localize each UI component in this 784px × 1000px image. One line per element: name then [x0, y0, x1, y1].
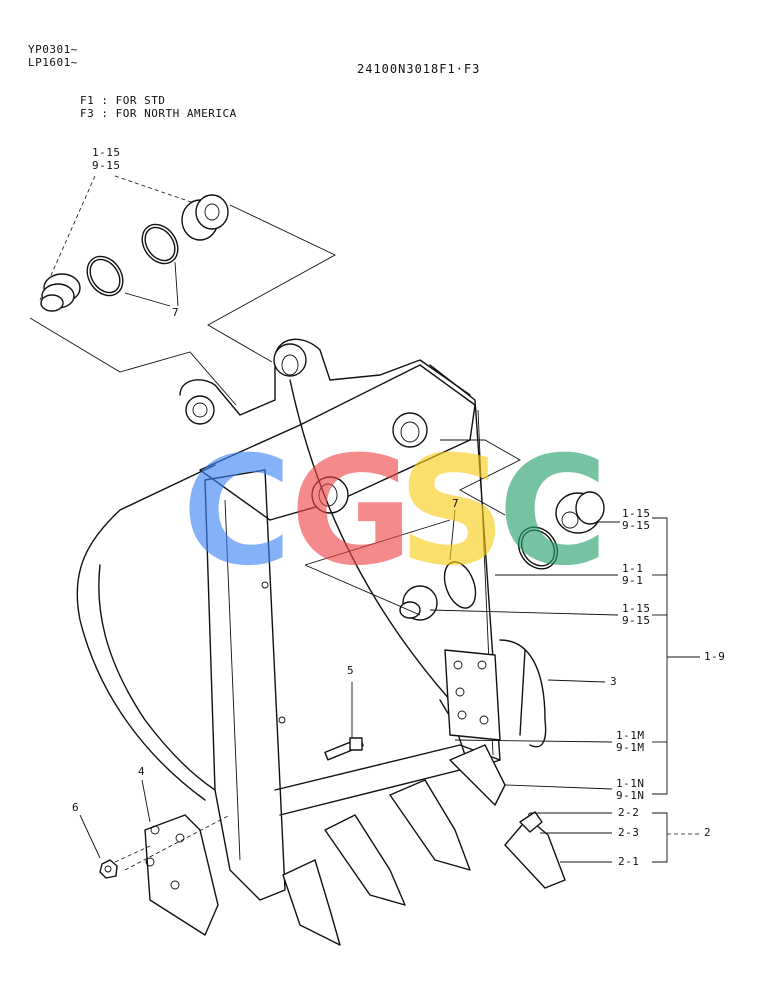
watermark-letter-s: S [398, 425, 507, 599]
callout-7-top: 7 [172, 306, 180, 319]
callout-6: 6 [72, 801, 80, 814]
model-code-2: LP1601~ [28, 56, 78, 69]
note-f3: F3 : FOR NORTH AMERICA [80, 107, 237, 120]
callout-9-15-r1: 9-15 [622, 519, 651, 532]
callout-1-1n: 1-1N [616, 777, 645, 790]
callout-1-15-r1: 1-15 [622, 507, 651, 520]
callout-1-15-r2: 1-15 [622, 602, 651, 615]
callout-1-15-top: 1-15 [92, 146, 121, 159]
callout-9-15-top: 9-15 [92, 159, 121, 172]
watermark-letter-g: G [290, 425, 414, 599]
note-f1: F1 : FOR STD [80, 94, 166, 107]
part-number: 24100N3018F1·F3 [357, 62, 481, 76]
callout-7-mid: 7 [452, 497, 460, 510]
callout-leaders [79, 509, 700, 863]
model-code-1: YP0301~ [28, 43, 78, 56]
callout-2-2: 2-2 [618, 806, 640, 819]
callout-5: 5 [347, 664, 355, 677]
callout-9-1: 9-1 [622, 574, 644, 587]
callout-4: 4 [138, 765, 146, 778]
callout-9-1n: 9-1N [616, 789, 645, 802]
callout-1-9: 1-9 [704, 650, 726, 663]
right-pin-group [304, 439, 605, 616]
callout-2-3: 2-3 [618, 826, 640, 839]
bucket-body [76, 338, 566, 946]
callout-9-15-r2: 9-15 [622, 614, 651, 627]
callout-2-1: 2-1 [618, 855, 640, 868]
callout-9-1m: 9-1M [616, 741, 645, 754]
watermark-letter-c2: C [498, 425, 609, 599]
callout-1-1: 1-1 [622, 562, 644, 575]
callout-2: 2 [704, 826, 712, 839]
callout-3: 3 [610, 675, 618, 688]
watermark-letter-c1: C [182, 425, 293, 599]
top-pin-group [29, 175, 336, 406]
callout-1-1m: 1-1M [616, 729, 645, 742]
